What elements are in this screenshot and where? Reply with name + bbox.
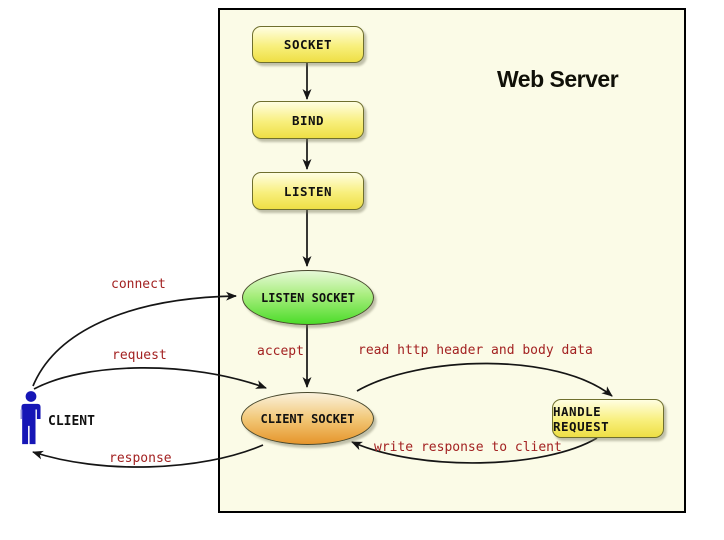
edge-label-response: response: [109, 451, 172, 466]
node-socket: SOCKET: [252, 26, 364, 63]
client-person-icon: [20, 391, 41, 445]
node-handle-request: HANDLE REQUEST: [552, 399, 664, 438]
node-listen-socket: LISTEN SOCKET: [242, 270, 374, 325]
web-server-title: Web Server: [497, 66, 619, 92]
node-client-socket: CLIENT SOCKET: [241, 392, 374, 445]
edge-label-request: request: [112, 348, 167, 363]
edge-label-accept: accept: [257, 344, 304, 359]
node-listen: LISTEN: [252, 172, 364, 210]
edge-label-read: read http header and body data: [358, 343, 593, 358]
node-bind: BIND: [252, 101, 364, 139]
edge-label-connect: connect: [111, 277, 166, 292]
client-label: CLIENT: [48, 414, 95, 429]
edge-connect: [32, 291, 237, 387]
edge-label-write: write response to client: [374, 440, 562, 455]
